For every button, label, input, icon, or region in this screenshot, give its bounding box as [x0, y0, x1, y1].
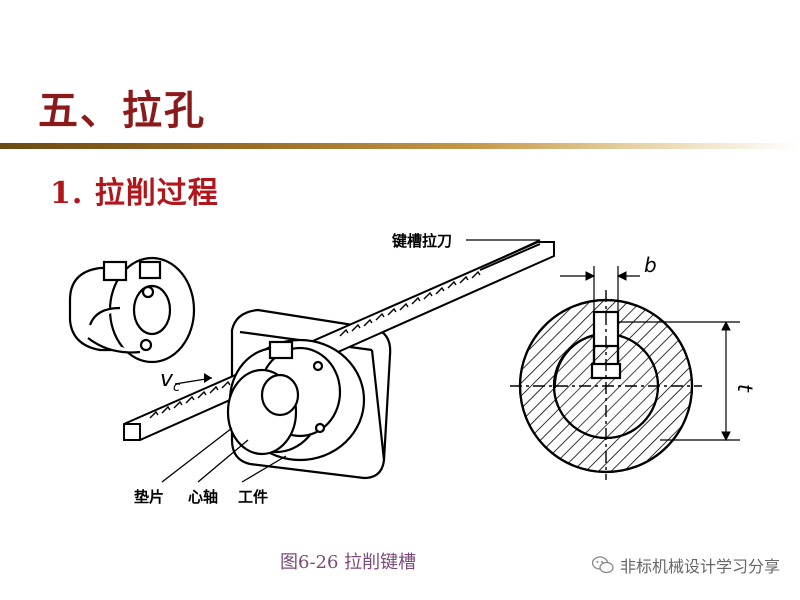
broach-label: 键槽拉刀	[391, 232, 452, 250]
watermark: 非标机械设计学习分享	[591, 553, 780, 577]
keyway-section-drawing	[510, 266, 740, 480]
speed-arrow	[204, 373, 212, 383]
shim-part-drawing	[68, 256, 196, 364]
wechat-icon	[591, 556, 614, 574]
mandrel-label: 心轴	[188, 488, 218, 506]
figure-caption: 图6-26 拉削键槽	[280, 552, 417, 573]
dimension-t-label: t	[733, 384, 757, 393]
watermark-text: 非标机械设计学习分享	[619, 557, 780, 576]
workpiece-label: 工件	[238, 488, 268, 506]
speed-symbol: v	[160, 367, 174, 392]
dimension-b-label: b	[644, 253, 657, 277]
section-heading: 1. 拉削过程	[50, 176, 219, 211]
shim-label: 垫片	[134, 488, 164, 506]
figure-leader-lines	[161, 239, 541, 483]
speed-label: vc	[160, 367, 180, 395]
slide-title: 五、拉孔	[38, 88, 206, 134]
title-underline	[0, 143, 800, 149]
speed-subscript: c	[173, 380, 180, 395]
workpiece-mandrel-drawing	[226, 338, 366, 462]
